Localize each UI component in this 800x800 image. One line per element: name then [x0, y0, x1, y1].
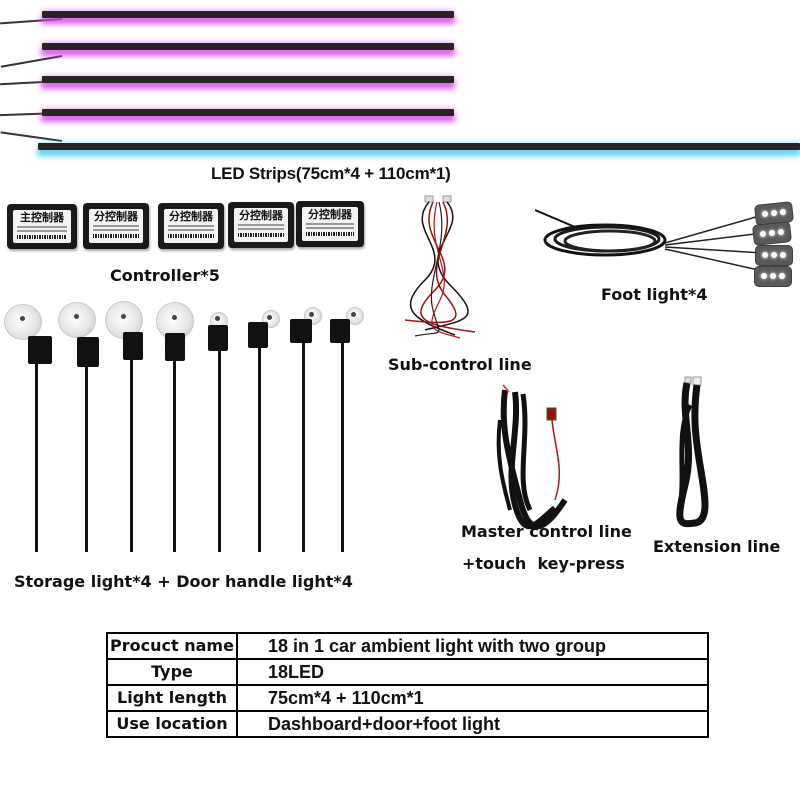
led-strip-110cm	[38, 143, 800, 150]
spec-key: Light length	[106, 684, 238, 712]
spec-key: Procuct name	[106, 632, 238, 660]
led-strip-75cm	[42, 43, 454, 50]
spec-table: Procuct name 18 in 1 car ambient light w…	[106, 632, 709, 738]
controller-unit-master: 主控制器	[7, 204, 77, 249]
foot-light	[752, 221, 792, 246]
touch-key-press-label: +touch key-press	[462, 554, 625, 573]
controller-title: 主控制器	[20, 211, 64, 224]
controller-title: 分控制器	[94, 210, 138, 223]
table-row: Use location Dashboard+door+foot light	[106, 710, 709, 738]
controller-unit: 分控制器	[83, 203, 149, 249]
strip-lead-wire	[0, 55, 63, 68]
led-strips-label: LED Strips(75cm*4 + 110cm*1)	[211, 164, 451, 183]
led-strip-75cm	[42, 109, 454, 116]
controller-title: 分控制器	[169, 210, 213, 223]
controller-unit: 分控制器	[228, 202, 294, 248]
spec-value: 18LED	[236, 658, 709, 686]
foot-light	[754, 266, 792, 287]
extension-line-cable	[676, 376, 709, 528]
sub-control-line-wire-bundle	[404, 195, 476, 339]
storage-door-lights-label: Storage light*4 + Door handle light*4	[14, 572, 353, 591]
spec-value: Dashboard+door+foot light	[236, 710, 709, 738]
master-control-line-label: Master control line	[461, 522, 632, 541]
controller-title: 分控制器	[239, 209, 283, 222]
table-row: Light length 75cm*4 + 110cm*1	[106, 684, 709, 712]
table-row: Type 18LED	[106, 658, 709, 686]
foot-light-label: Foot light*4	[601, 285, 708, 304]
master-control-line-harness	[496, 384, 568, 530]
spec-key: Use location	[106, 710, 238, 738]
led-strip-75cm	[42, 11, 454, 18]
led-strip-75cm	[42, 76, 454, 83]
extension-line-label: Extension line	[653, 537, 781, 556]
controller-label: Controller*5	[110, 266, 220, 285]
strip-lead-wire	[0, 131, 63, 142]
controller-title: 分控制器	[308, 208, 352, 221]
spec-value: 18 in 1 car ambient light with two group	[236, 632, 709, 660]
controller-unit: 分控制器	[158, 203, 224, 249]
foot-light	[755, 245, 793, 266]
controller-unit: 分控制器	[296, 201, 364, 247]
strip-lead-wire	[0, 18, 63, 25]
spec-value: 75cm*4 + 110cm*1	[236, 684, 709, 712]
foot-light-cable-coil	[535, 209, 764, 272]
table-row: Procuct name 18 in 1 car ambient light w…	[106, 632, 709, 660]
spec-key: Type	[106, 658, 238, 686]
sub-control-line-label: Sub-control line	[388, 355, 532, 374]
